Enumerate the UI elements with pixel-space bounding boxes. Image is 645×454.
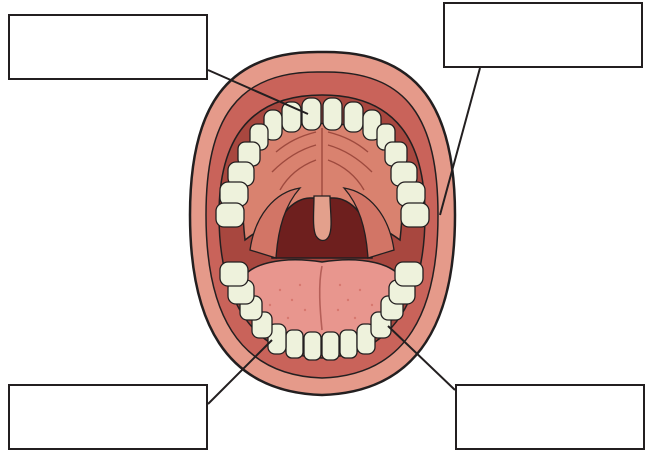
label-box-bottom-right[interactable]	[455, 384, 645, 450]
lower-incisor	[286, 330, 303, 358]
label-box-top-left[interactable]	[8, 14, 208, 80]
upper-molar	[216, 203, 244, 227]
uvula	[314, 196, 332, 241]
lower-incisor	[340, 330, 357, 358]
upper-incisor	[344, 102, 363, 132]
label-box-top-right[interactable]	[443, 2, 643, 68]
label-box-bottom-left[interactable]	[8, 384, 208, 450]
upper-molar	[401, 203, 429, 227]
lower-molar	[395, 262, 423, 286]
upper-incisor	[302, 98, 321, 130]
lower-incisor	[304, 332, 321, 360]
lower-molar	[220, 262, 248, 286]
upper-incisor	[323, 98, 342, 130]
lower-incisor	[322, 332, 339, 360]
